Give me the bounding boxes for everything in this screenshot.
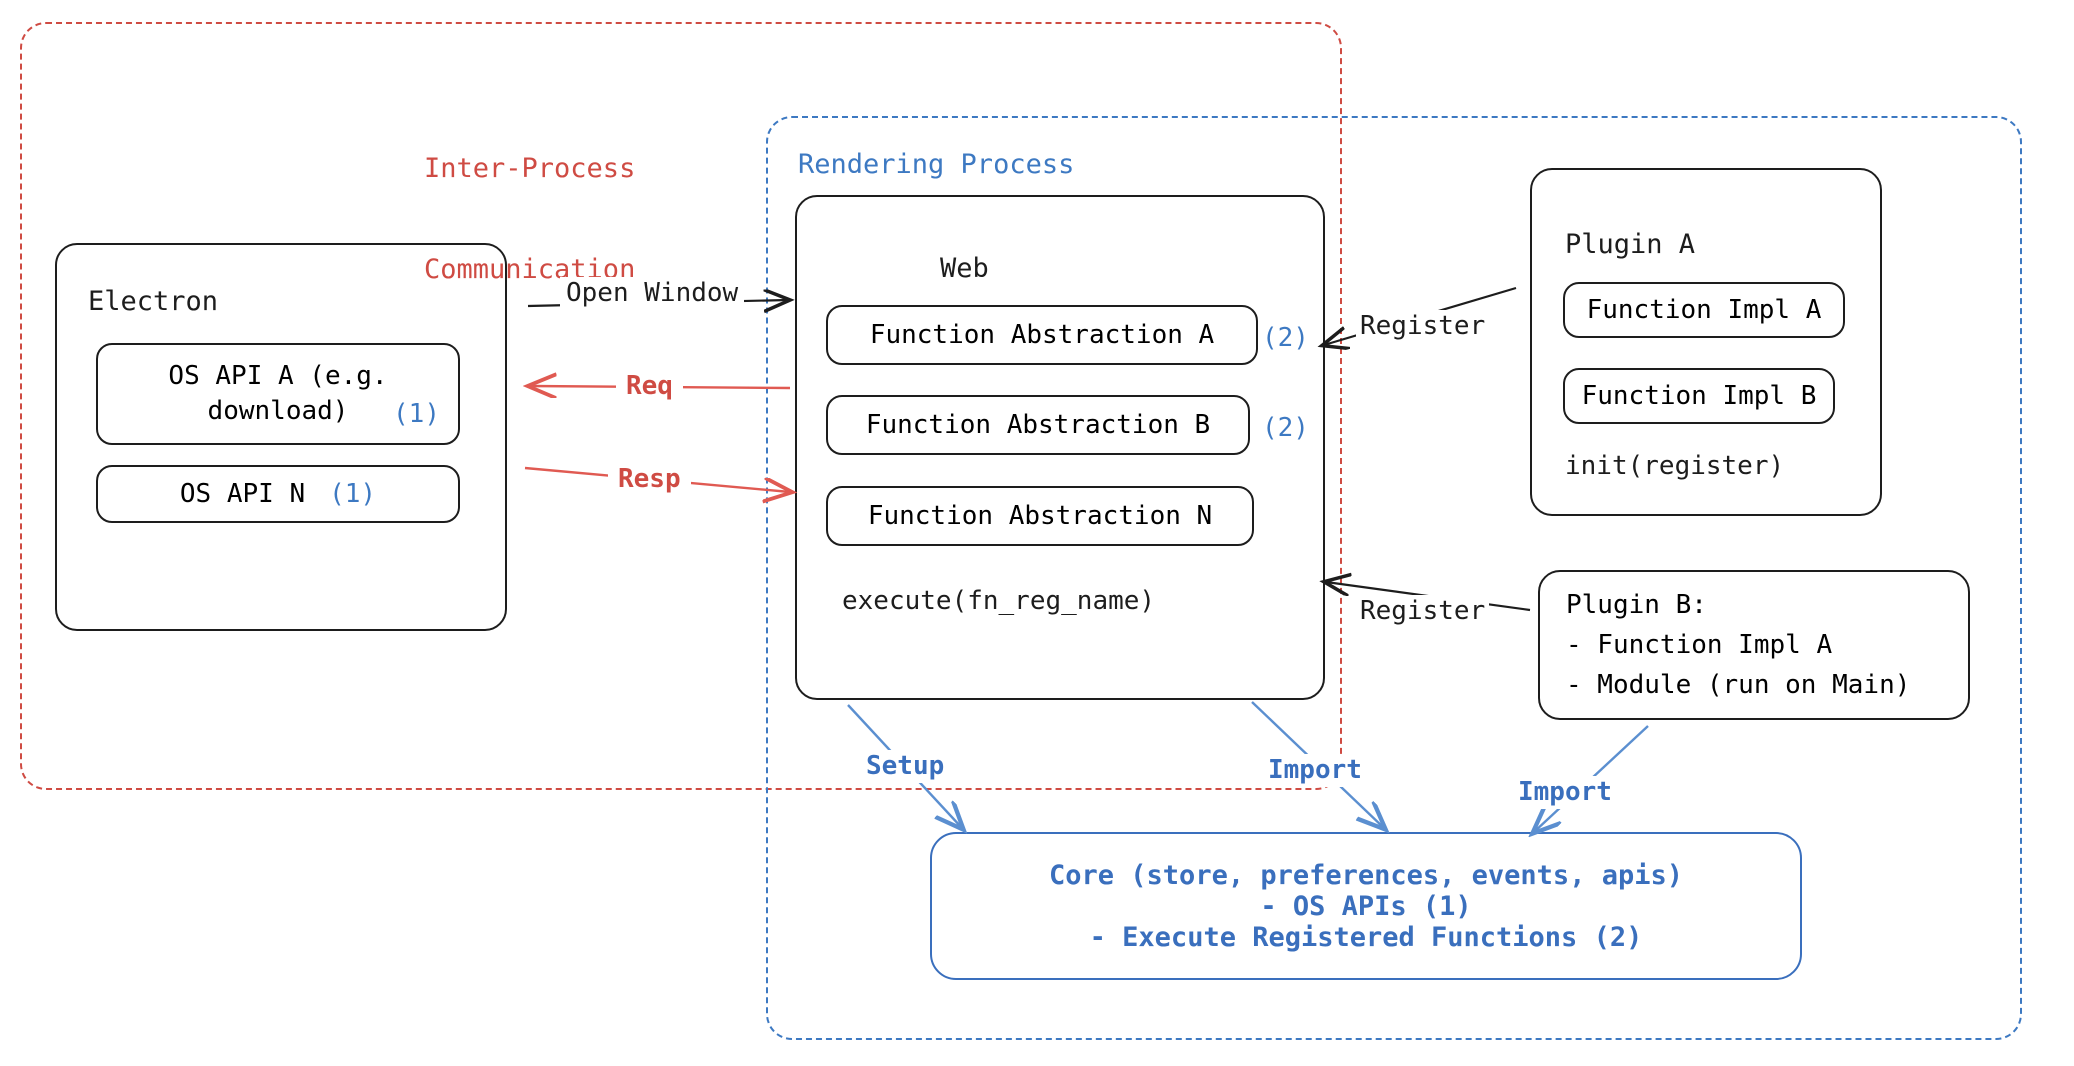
web-execute-method: execute(fn_reg_name)	[842, 586, 1156, 616]
register-plugin-a-label: Register	[1356, 310, 1490, 343]
plugin-b-box: Plugin B: - Function Impl A - Module (ru…	[1538, 570, 1970, 720]
register-plugin-b-label: Register	[1356, 595, 1490, 628]
plugin-a-function-impl-b-label: Function Impl B	[1581, 381, 1817, 411]
plugin-a-title: Plugin A	[1565, 229, 1696, 260]
rendering-process-label: Rendering Process	[798, 149, 1075, 180]
electron-box	[55, 243, 507, 631]
plugin-a-function-impl-a-box: Function Impl A	[1563, 282, 1845, 338]
core-line-2: - OS APIs (1)	[1260, 890, 1472, 922]
resp-arrow-label: Resp	[608, 463, 691, 496]
os-api-a-tag: (1)	[393, 399, 440, 429]
plugin-b-item-1: - Module (run on Main)	[1566, 670, 1911, 701]
function-abstraction-b-tag: (2)	[1262, 413, 1309, 443]
plugin-b-item-0: - Function Impl A	[1566, 629, 1833, 660]
req-arrow-label: Req	[616, 370, 683, 403]
function-abstraction-a-box: Function Abstraction A	[826, 305, 1258, 365]
function-abstraction-n-box: Function Abstraction N	[826, 486, 1254, 546]
function-abstraction-a-label: Function Abstraction A	[869, 320, 1215, 350]
plugin-a-function-impl-b-box: Function Impl B	[1563, 368, 1835, 424]
os-api-a-box: OS API A (e.g. download) (1)	[96, 343, 460, 445]
ipc-zone-boundary	[20, 22, 1342, 790]
rendering-process-zone-boundary	[766, 116, 2022, 1040]
function-abstraction-a-tag: (2)	[1262, 323, 1309, 353]
function-abstraction-n-label: Function Abstraction N	[867, 501, 1213, 531]
os-api-n-tag: (1)	[329, 479, 377, 509]
plugin-b-title: Plugin B:	[1566, 589, 1707, 620]
open-window-arrow-label: Open Window	[560, 277, 745, 310]
web-title: Web	[940, 253, 989, 284]
web-box	[795, 195, 1325, 700]
plugin-a-function-impl-a-label: Function Impl A	[1586, 295, 1822, 325]
os-api-n-box: OS API N (1)	[96, 465, 460, 523]
ipc-zone-label: Inter-Process Communication	[424, 84, 635, 354]
setup-arrow-label: Setup	[860, 750, 951, 783]
ipc-zone-label-line1: Inter-Process	[424, 152, 636, 184]
core-line-3: - Execute Registered Functions (2)	[1089, 921, 1643, 953]
electron-title: Electron	[88, 286, 219, 317]
function-abstraction-b-box: Function Abstraction B	[826, 395, 1250, 455]
os-api-a-label: OS API A (e.g. download)	[168, 360, 388, 426]
import-plugin-arrow-label: Import	[1512, 776, 1618, 809]
core-box: Core (store, preferences, events, apis) …	[930, 832, 1802, 980]
os-api-n-label: OS API N	[179, 479, 306, 509]
plugin-a-box	[1530, 168, 1882, 516]
plugin-a-init-method: init(register)	[1565, 451, 1785, 481]
function-abstraction-b-label: Function Abstraction B	[865, 410, 1211, 440]
import-web-arrow-label: Import	[1262, 754, 1368, 787]
core-line-1: Core (store, preferences, events, apis)	[1049, 859, 1683, 891]
